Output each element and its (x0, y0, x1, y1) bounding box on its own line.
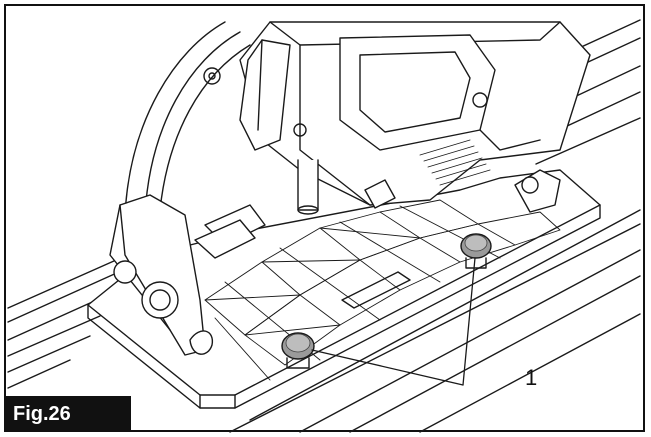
blade-guard (124, 21, 251, 216)
saw-body (239, 21, 591, 206)
adjuster-knob-rear (460, 233, 492, 269)
base-plate (87, 169, 601, 409)
callout-number: 1 (525, 365, 538, 390)
riving-post (194, 159, 396, 259)
rear-bracket (514, 169, 561, 213)
front-bracket (109, 194, 214, 356)
callout-leader-lines (311, 257, 476, 386)
figure-label: Fig.26 (4, 396, 131, 432)
adjuster-knob-front (281, 332, 315, 369)
